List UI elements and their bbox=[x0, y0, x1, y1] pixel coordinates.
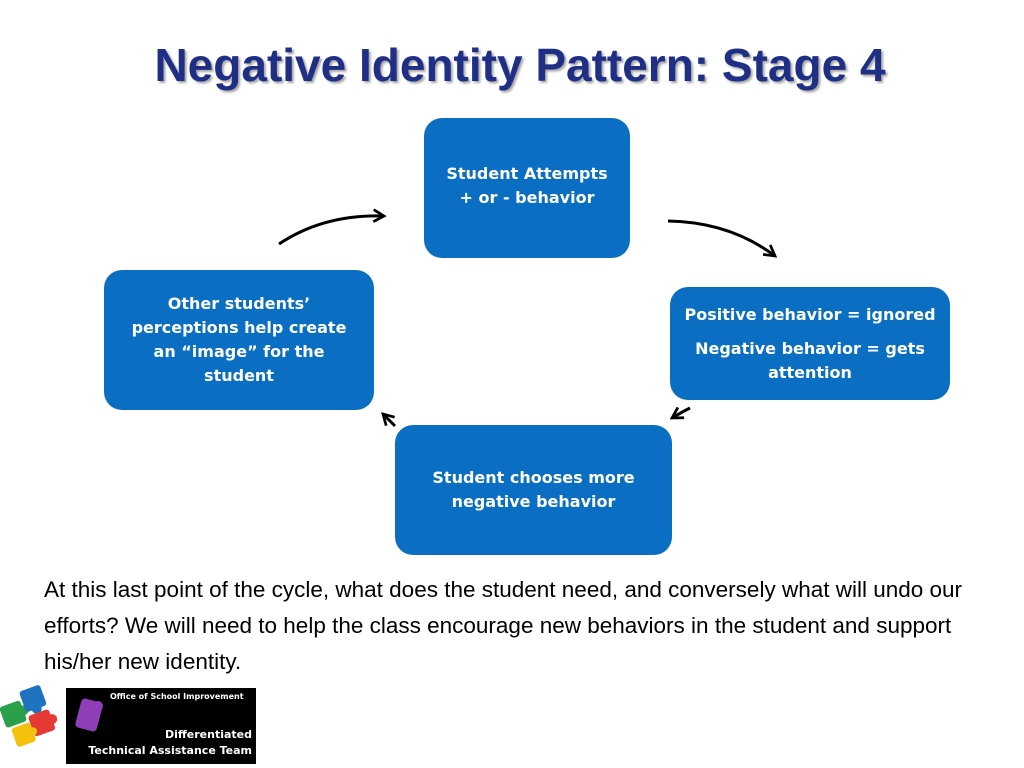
puzzle-knob-yellow bbox=[29, 727, 38, 736]
arrow-right-to-bottom bbox=[669, 406, 691, 420]
dtat-logo: Office of School Improvement Differentia… bbox=[0, 680, 260, 766]
puzzle-icon bbox=[0, 685, 103, 747]
logo-line-team: Technical Assistance Team bbox=[88, 744, 252, 757]
cycle-box-behavior-response: Positive behavior = ignored Negative beh… bbox=[670, 287, 950, 400]
arrow-top-to-right bbox=[667, 219, 778, 258]
box-text-negative: Negative behavior = gets attention bbox=[695, 338, 925, 382]
box-text: Student Attempts + or - behavior bbox=[446, 164, 608, 207]
puzzle-knob-blue bbox=[31, 703, 42, 714]
box-text-positive: Positive behavior = ignored bbox=[684, 304, 936, 324]
box-text: Other students’ perceptions help create … bbox=[131, 294, 347, 385]
arrow-bottom-to-left bbox=[381, 412, 397, 428]
logo-line-differentiated: Differentiated bbox=[164, 728, 252, 741]
logo-line-office: Office of School Improvement bbox=[110, 692, 244, 701]
slide-title: Negative Identity Pattern: Stage 4 bbox=[154, 39, 886, 91]
box-text: Student chooses more negative behavior bbox=[432, 468, 635, 511]
puzzle-piece-yellow bbox=[11, 722, 36, 747]
puzzle-knob-red bbox=[47, 714, 58, 725]
logo-panel: Office of School Improvement Differentia… bbox=[66, 688, 256, 764]
puzzle-knob-purple bbox=[93, 701, 103, 711]
arrow-left-to-top bbox=[278, 208, 387, 246]
cycle-box-peer-perceptions: Other students’ perceptions help create … bbox=[104, 270, 374, 410]
cycle-box-student-attempts: Student Attempts + or - behavior bbox=[424, 118, 630, 258]
cycle-box-chooses-negative: Student chooses more negative behavior bbox=[395, 425, 672, 555]
slide-body-text: At this last point of the cycle, what do… bbox=[44, 577, 963, 674]
